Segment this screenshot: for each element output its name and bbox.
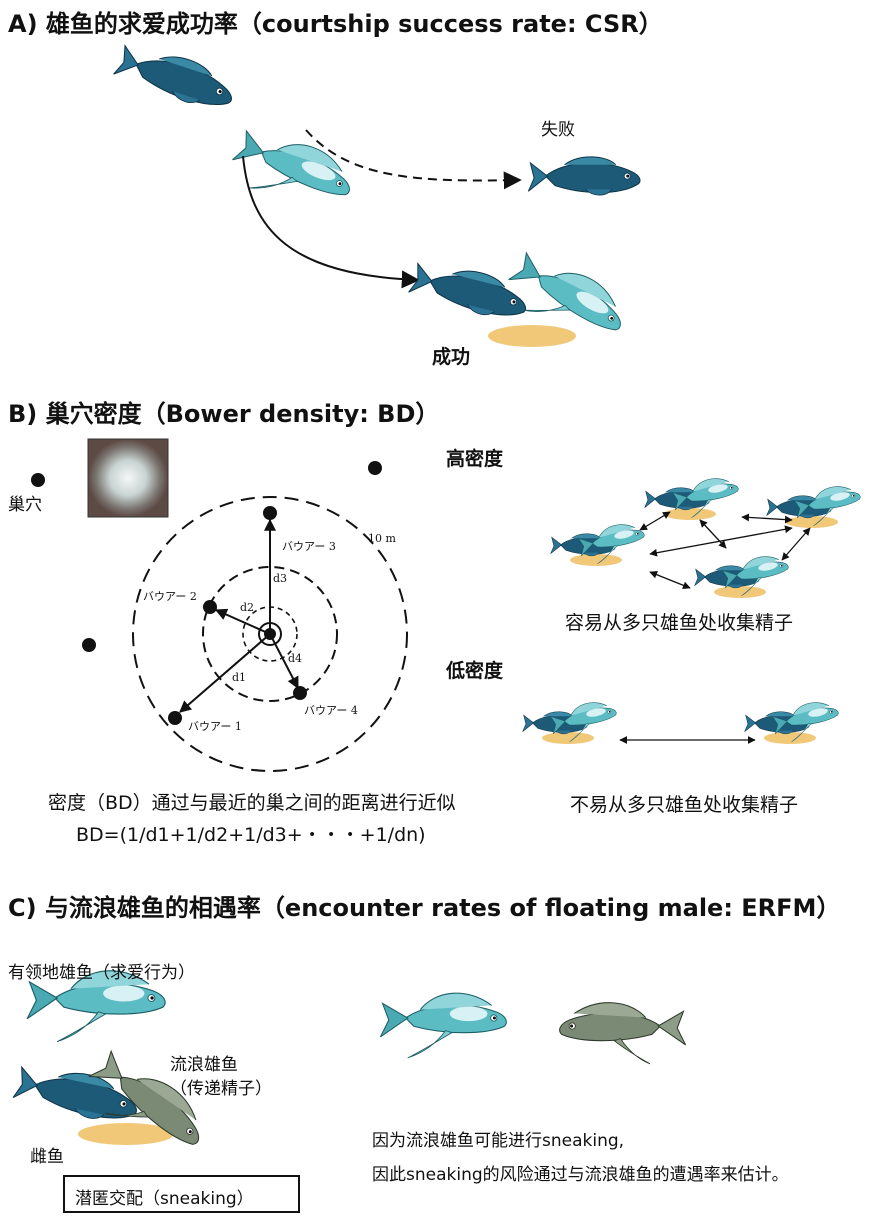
nest-dot-left: [82, 638, 96, 652]
bower-sand-success: [488, 325, 576, 347]
pair-high-3: [551, 520, 649, 567]
label-bower-1: バウアー 1: [188, 720, 242, 733]
density-formula: BD=(1/d1+1/d2+1/d3+・・・+1/dn): [76, 824, 426, 846]
label-high-density: 高密度: [446, 448, 504, 470]
fish-floating-right: [559, 1002, 687, 1065]
label-d3: d3: [273, 572, 288, 585]
label-floating-male: 流浪雄鱼: [170, 1055, 238, 1075]
fish-territorial-right: [379, 992, 507, 1059]
label-distance: 10 m: [368, 532, 396, 545]
section-b-title: B) 巢穴密度（Bower density: BD）: [8, 400, 440, 428]
arrow-success: [242, 155, 420, 289]
label-low-density: 低密度: [446, 660, 504, 682]
nest-dot-topleft: [31, 473, 45, 487]
arrow-d1: [179, 633, 271, 713]
label-floating-male-sub: （传递精子）: [170, 1079, 272, 1099]
pair-high-1: [645, 474, 743, 521]
label-bower-4: バウアー 4: [304, 704, 358, 717]
sneaking-box: 潜匿交配（sneaking）: [63, 1175, 300, 1213]
pair-low-2: [745, 698, 843, 745]
bower-dot-3: [263, 506, 277, 520]
density-note: 密度（BD）通过与最近的巢之间的距离进行近似: [48, 792, 456, 814]
bower-sand-sneaking: [78, 1123, 174, 1145]
note-line-1: 因为流浪雄鱼可能进行sneaking,: [372, 1131, 625, 1151]
label-fail: 失败: [541, 120, 575, 140]
bower-dot-2: [203, 600, 217, 614]
label-nest: 巢穴: [8, 495, 42, 515]
label-female: 雌鱼: [30, 1147, 64, 1167]
bower-photo: [87, 438, 169, 518]
nest-dot-topright: [368, 461, 382, 475]
ring-outer: [132, 496, 408, 772]
bower-dot-1: [168, 711, 182, 725]
label-d4: d4: [288, 652, 303, 665]
fish-female-sneaking: [11, 1059, 143, 1128]
label-bower-2: バウアー 2: [143, 590, 197, 603]
label-success: 成功: [432, 346, 471, 368]
fish-female-fail: [527, 156, 641, 196]
high-density-arrows: [639, 511, 811, 590]
bower-dot-4: [293, 686, 307, 700]
label-bower-3: バウアー 3: [282, 540, 336, 553]
section-a-title: A) 雄鱼的求爱成功率（courtship success rate: CSR）: [8, 10, 663, 38]
label-territorial-male: 有领地雄鱼（求爱行为）: [8, 963, 195, 983]
caption-high-density: 容易从多只雄鱼处收集精子: [565, 612, 794, 634]
caption-low-density: 不易从多只雄鱼处收集精子: [570, 794, 799, 816]
pair-high-4: [695, 552, 793, 599]
fish-female-success: [407, 256, 532, 325]
pair-low-1: [523, 698, 621, 745]
label-d2: d2: [240, 601, 255, 614]
label-d1: d1: [232, 671, 247, 684]
note-line-2: 因此sneaking的风险通过与流浪雄鱼的遭遇率来估计。: [372, 1165, 789, 1185]
arrow-d2: [214, 608, 271, 635]
pair-high-2: [767, 482, 865, 529]
ring-middle: [202, 566, 338, 702]
sneaking-box-label: 潜匿交配（sneaking）: [75, 1189, 254, 1209]
arrow-d4: [269, 633, 299, 690]
fish-female-top: [111, 38, 240, 116]
section-c-title: C) 与流浪雄鱼的相遇率（encounter rates of floating…: [8, 894, 841, 922]
arrow-fail: [305, 129, 522, 190]
